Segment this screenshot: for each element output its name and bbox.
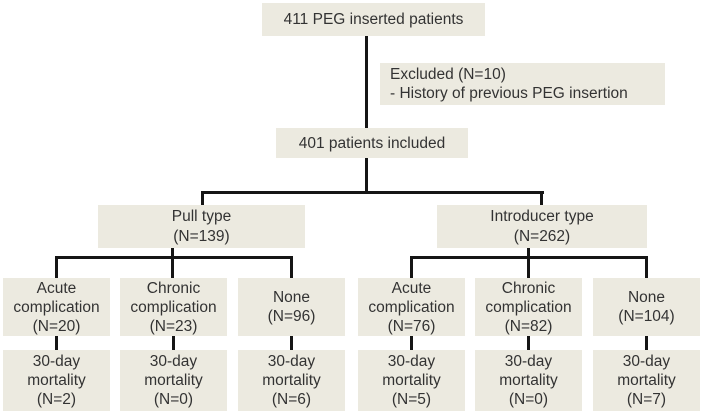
connector-included-down xyxy=(365,158,368,193)
pull-type-box: Pull type (N=139) xyxy=(98,205,305,248)
pull-none-mortality-box: 30-day mortality (N=6) xyxy=(238,350,345,411)
intro-chronic-complication-box: Chronic complication (N=82) xyxy=(475,278,582,336)
pull-acute-complication-box: Acute complication (N=20) xyxy=(3,278,110,336)
connector-drop-intro-none xyxy=(645,256,648,278)
pull-chronic-mortality-box: 30-day mortality (N=0) xyxy=(120,350,227,411)
intro-chronic-mortality-box: 30-day mortality (N=0) xyxy=(475,350,582,411)
connector-root-to-included xyxy=(365,36,368,128)
stub-intro-chronic-mortality xyxy=(527,336,530,350)
included-box: 401 patients included xyxy=(276,128,468,158)
connector-drop-pull xyxy=(201,191,204,207)
introducer-type-box: Introducer type (N=262) xyxy=(437,205,647,248)
stub-pull-chronic-mortality xyxy=(172,336,175,350)
root-box: 411 PEG inserted patients xyxy=(262,3,485,36)
connector-drop-pull-acute xyxy=(55,256,58,278)
intro-acute-complication-box: Acute complication (N=76) xyxy=(358,278,465,336)
stub-pull-acute-mortality xyxy=(55,336,58,350)
connector-pull-horizontal xyxy=(55,256,293,259)
connector-introducer-horizontal xyxy=(410,256,648,259)
pull-acute-mortality-box: 30-day mortality (N=2) xyxy=(3,350,110,411)
connector-drop-pull-none xyxy=(290,256,293,278)
stub-pull-none-mortality xyxy=(290,336,293,350)
pull-chronic-complication-box: Chronic complication (N=23) xyxy=(120,278,227,336)
intro-none-complication-box: None (N=104) xyxy=(593,278,700,336)
excluded-note-box: Excluded (N=10) - History of previous PE… xyxy=(380,63,665,105)
connector-pull-down xyxy=(171,248,174,278)
connector-introducer-down xyxy=(527,248,530,278)
intro-acute-mortality-box: 30-day mortality (N=5) xyxy=(358,350,465,411)
stub-intro-acute-mortality xyxy=(410,336,413,350)
pull-none-complication-box: None (N=96) xyxy=(238,278,345,336)
connector-drop-introducer xyxy=(540,191,543,207)
stub-intro-none-mortality xyxy=(645,336,648,350)
connector-drop-intro-acute xyxy=(410,256,413,278)
connector-branch-horizontal xyxy=(201,191,544,194)
intro-none-mortality-box: 30-day mortality (N=7) xyxy=(593,350,700,411)
